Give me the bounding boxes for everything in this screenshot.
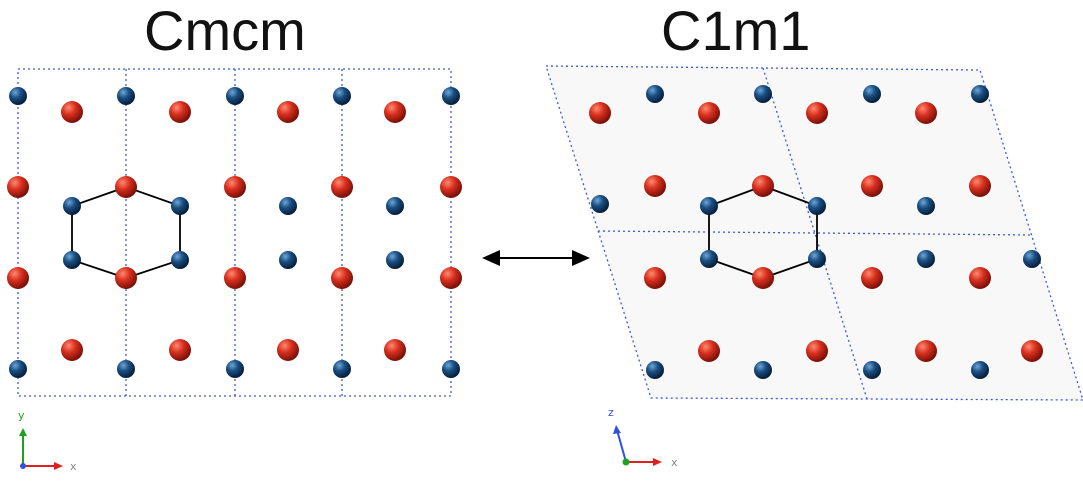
- cell-line: [597, 230, 1032, 236]
- red-atom: [277, 101, 299, 123]
- blue-atom: [226, 360, 244, 378]
- cmcm-unit-cell-grid: [17, 68, 452, 397]
- red-atom: [384, 339, 406, 361]
- blue-atom: [442, 87, 460, 105]
- blue-atom: [754, 85, 772, 103]
- red-atom: [384, 101, 406, 123]
- red-atom: [698, 102, 720, 124]
- red-atom: [61, 339, 83, 361]
- blue-atom: [9, 87, 27, 105]
- red-atom: [752, 175, 774, 197]
- red-atom: [169, 339, 191, 361]
- blue-atom: [226, 87, 244, 105]
- c1m1-unit-cell-grid: [545, 65, 1083, 401]
- blue-atom: [863, 361, 881, 379]
- blue-atom: [63, 251, 81, 269]
- blue-atom: [808, 250, 826, 268]
- z-axis-label: z: [608, 406, 614, 419]
- blue-atom: [971, 85, 989, 103]
- red-atom: [969, 267, 991, 289]
- blue-atom: [700, 250, 718, 268]
- blue-atom: [442, 360, 460, 378]
- blue-atom: [917, 250, 935, 268]
- red-atom: [7, 267, 29, 289]
- blue-atom: [386, 251, 404, 269]
- blue-atom: [279, 197, 297, 215]
- blue-atom: [1023, 250, 1041, 268]
- red-atom: [277, 339, 299, 361]
- red-atom: [7, 176, 29, 198]
- blue-atom: [279, 251, 297, 269]
- blue-atom: [117, 87, 135, 105]
- blue-atom: [333, 87, 351, 105]
- red-atom: [224, 176, 246, 198]
- red-atom: [752, 267, 774, 289]
- c1m1-axis-triad: z x: [608, 406, 678, 469]
- blue-atom: [333, 360, 351, 378]
- red-atom: [440, 176, 462, 198]
- blue-atom: [808, 197, 826, 215]
- red-atom: [61, 101, 83, 123]
- red-atom: [915, 102, 937, 124]
- blue-atom: [386, 197, 404, 215]
- red-atom: [861, 175, 883, 197]
- red-atom: [806, 340, 828, 362]
- c1m1-title: C1m1: [661, 0, 811, 62]
- blue-atom: [971, 361, 989, 379]
- cmcm-atoms: [7, 87, 462, 378]
- red-atom: [806, 102, 828, 124]
- blue-atom: [754, 361, 772, 379]
- blue-atom: [117, 360, 135, 378]
- red-atom: [969, 175, 991, 197]
- blue-atom: [646, 85, 664, 103]
- red-atom: [115, 267, 137, 289]
- blue-atom: [700, 197, 718, 215]
- red-atom: [331, 267, 353, 289]
- blue-atom: [171, 197, 189, 215]
- c1m1-atoms: [589, 85, 1043, 379]
- x-axis-label-right: x: [671, 456, 678, 469]
- red-atom: [331, 176, 353, 198]
- red-atom: [644, 267, 666, 289]
- x-axis-label: x: [70, 460, 77, 473]
- cmcm-axis-triad: y x: [18, 409, 77, 473]
- red-atom: [698, 340, 720, 362]
- red-atom: [915, 340, 937, 362]
- z-axis-arrow: [616, 429, 627, 463]
- red-atom: [589, 102, 611, 124]
- red-atom: [115, 176, 137, 198]
- red-atom: [224, 267, 246, 289]
- red-atom: [169, 101, 191, 123]
- red-atom: [861, 267, 883, 289]
- blue-atom: [9, 360, 27, 378]
- red-atom: [644, 175, 666, 197]
- red-atom: [440, 267, 462, 289]
- blue-atom: [917, 197, 935, 215]
- red-atom: [1021, 340, 1043, 362]
- blue-atom: [646, 361, 664, 379]
- y-axis-label: y: [18, 409, 25, 422]
- blue-atom: [591, 195, 609, 213]
- blue-atom: [63, 197, 81, 215]
- blue-atom: [171, 251, 189, 269]
- blue-atom: [863, 85, 881, 103]
- cmcm-title: Cmcm: [144, 0, 306, 62]
